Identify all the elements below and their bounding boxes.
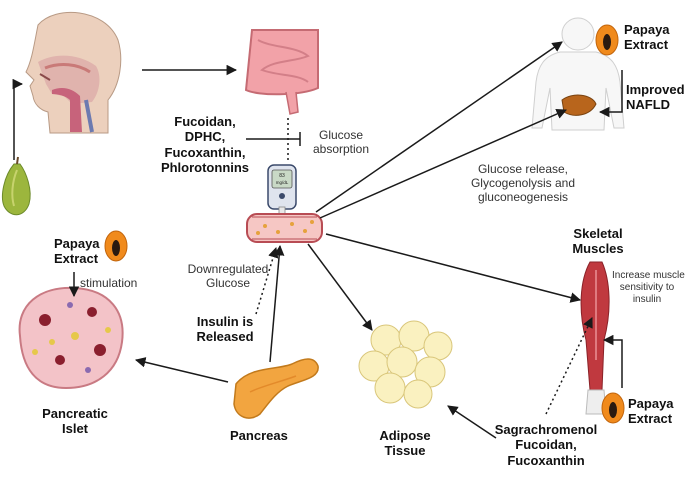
- glucometer-illustration: 83 mg/dL: [267, 164, 297, 217]
- insulin-released-label: Insulin is Released: [190, 314, 260, 345]
- papaya-extract-line: Papaya: [628, 396, 674, 411]
- arrow-blood-to-adipose: [307, 243, 373, 331]
- increase-sensitivity-label: Increase muscle sensitivity to insulin: [612, 270, 685, 305]
- downregulated-glucose-line: Glucose: [205, 276, 251, 291]
- arrow-papaya-to-head: [12, 78, 24, 160]
- papaya-extract-label-bottom: Papaya Extract: [628, 396, 674, 427]
- glucose-release-line: Glycogenolysis and: [470, 176, 576, 191]
- glucometer-value: 83: [279, 173, 285, 179]
- skeletal-muscle-illustration: [580, 261, 610, 415]
- glucose-absorption-line: absorption: [312, 142, 370, 157]
- adipose-tissue-label: Adipose Tissue: [370, 428, 440, 459]
- skeletal-muscles-label: Skeletal Muscles: [560, 226, 636, 257]
- papaya-extract-line: Papaya: [54, 236, 100, 251]
- papaya-extract-line: Extract: [624, 37, 669, 53]
- human-head-illustration: [25, 12, 122, 134]
- arrow-nafld-to-liver: [598, 70, 623, 118]
- dotted-arrow-insulin-to-blood: [255, 246, 279, 315]
- improved-nafld-line: NAFLD: [626, 97, 671, 113]
- papaya-extract-line: Extract: [54, 251, 99, 267]
- adipose-tissue-line: Tissue: [384, 443, 426, 459]
- glucose-release-line: Glucose release,: [477, 162, 569, 176]
- papaya-half-left: [104, 230, 128, 262]
- arrow-compounds-to-adipose: [447, 405, 497, 439]
- papaya-extract-line: Extract: [628, 411, 673, 427]
- dotted-arrows: [255, 246, 593, 415]
- compounds-top-line: Fucoidan,: [174, 114, 236, 129]
- increase-sensitivity-line: insulin: [632, 293, 662, 305]
- glucose-absorption-line: Glucose: [318, 128, 364, 142]
- compounds-top-line: DPHC,: [184, 129, 226, 145]
- glucose-release-line: gluconeogenesis: [477, 190, 569, 205]
- compounds-top-label: Fucoidan, DPHC, Fucoxanthin, Phlorotonni…: [158, 114, 252, 175]
- arrow-papaya-to-muscle: [602, 334, 623, 388]
- downregulated-glucose-line: Downregulated: [187, 262, 269, 276]
- pancreatic-islet-line: Pancreatic: [42, 406, 108, 421]
- pancreatic-islet-line: Islet: [61, 421, 88, 437]
- arrow-blood-to-muscle: [325, 233, 582, 303]
- adipose-tissue-illustration: [358, 320, 453, 409]
- arrow-pancreas-to-blood: [269, 244, 285, 363]
- improved-nafld-line: Improved: [626, 82, 685, 97]
- compounds-top-line: Fucoxanthin,: [164, 144, 246, 160]
- stimulation-label: stimulation: [80, 276, 138, 290]
- improved-nafld-label: Improved NAFLD: [626, 82, 685, 113]
- adipose-tissue-line: Adipose: [379, 428, 431, 443]
- glucose-absorption-label: Glucose absorption: [306, 128, 376, 156]
- compounds-bottom-line: Fucoxanthin: [507, 452, 585, 468]
- compounds-bottom-line: Sagrachromenol: [494, 422, 598, 437]
- arrow-blood-to-torso: [315, 41, 563, 213]
- glucometer-unit: mg/dL: [276, 180, 289, 185]
- dotted-arrow-compounds-to-muscle: [545, 317, 593, 415]
- glucose-release-label: Glucose release, Glycogenolysis and gluc…: [448, 162, 598, 204]
- papaya-extract-line: Papaya: [624, 22, 670, 37]
- pancreatic-islet-illustration: [18, 286, 124, 390]
- insulin-released-line: Released: [196, 329, 254, 345]
- compounds-bottom-label: Sagrachromenol Fucoidan, Fucoxanthin: [494, 422, 598, 468]
- papaya-fruit-illustration: [1, 156, 31, 216]
- skeletal-muscles-line: Muscles: [572, 241, 624, 257]
- arrow-pancreas-to-islet: [134, 357, 229, 383]
- papaya-half-top-right: [595, 24, 619, 56]
- increase-sensitivity-line: sensitivity to: [619, 281, 675, 293]
- pancreas-label: Pancreas: [230, 428, 288, 443]
- downregulated-glucose-label: Downregulated Glucose: [180, 262, 276, 290]
- increase-sensitivity-line: Increase muscle: [612, 270, 685, 281]
- skeletal-muscles-line: Skeletal: [573, 226, 623, 241]
- pancreas-illustration: [233, 358, 319, 419]
- blood-vessel-illustration: [246, 213, 323, 243]
- compounds-top-line: Phlorotonnins: [160, 159, 250, 175]
- intestine-illustration: [244, 29, 319, 115]
- papaya-extract-label-top: Papaya Extract: [624, 22, 670, 53]
- arrow-blood-to-liver: [319, 108, 567, 219]
- arrows: [12, 41, 623, 439]
- insulin-released-line: Insulin is: [196, 314, 254, 329]
- papaya-half-bottom-right: [601, 392, 625, 424]
- papaya-extract-label-left: Papaya Extract: [54, 236, 100, 267]
- compounds-bottom-line: Fucoidan,: [515, 437, 577, 453]
- inhibition-marker: [246, 118, 301, 160]
- pancreatic-islet-label: Pancreatic Islet: [30, 406, 120, 437]
